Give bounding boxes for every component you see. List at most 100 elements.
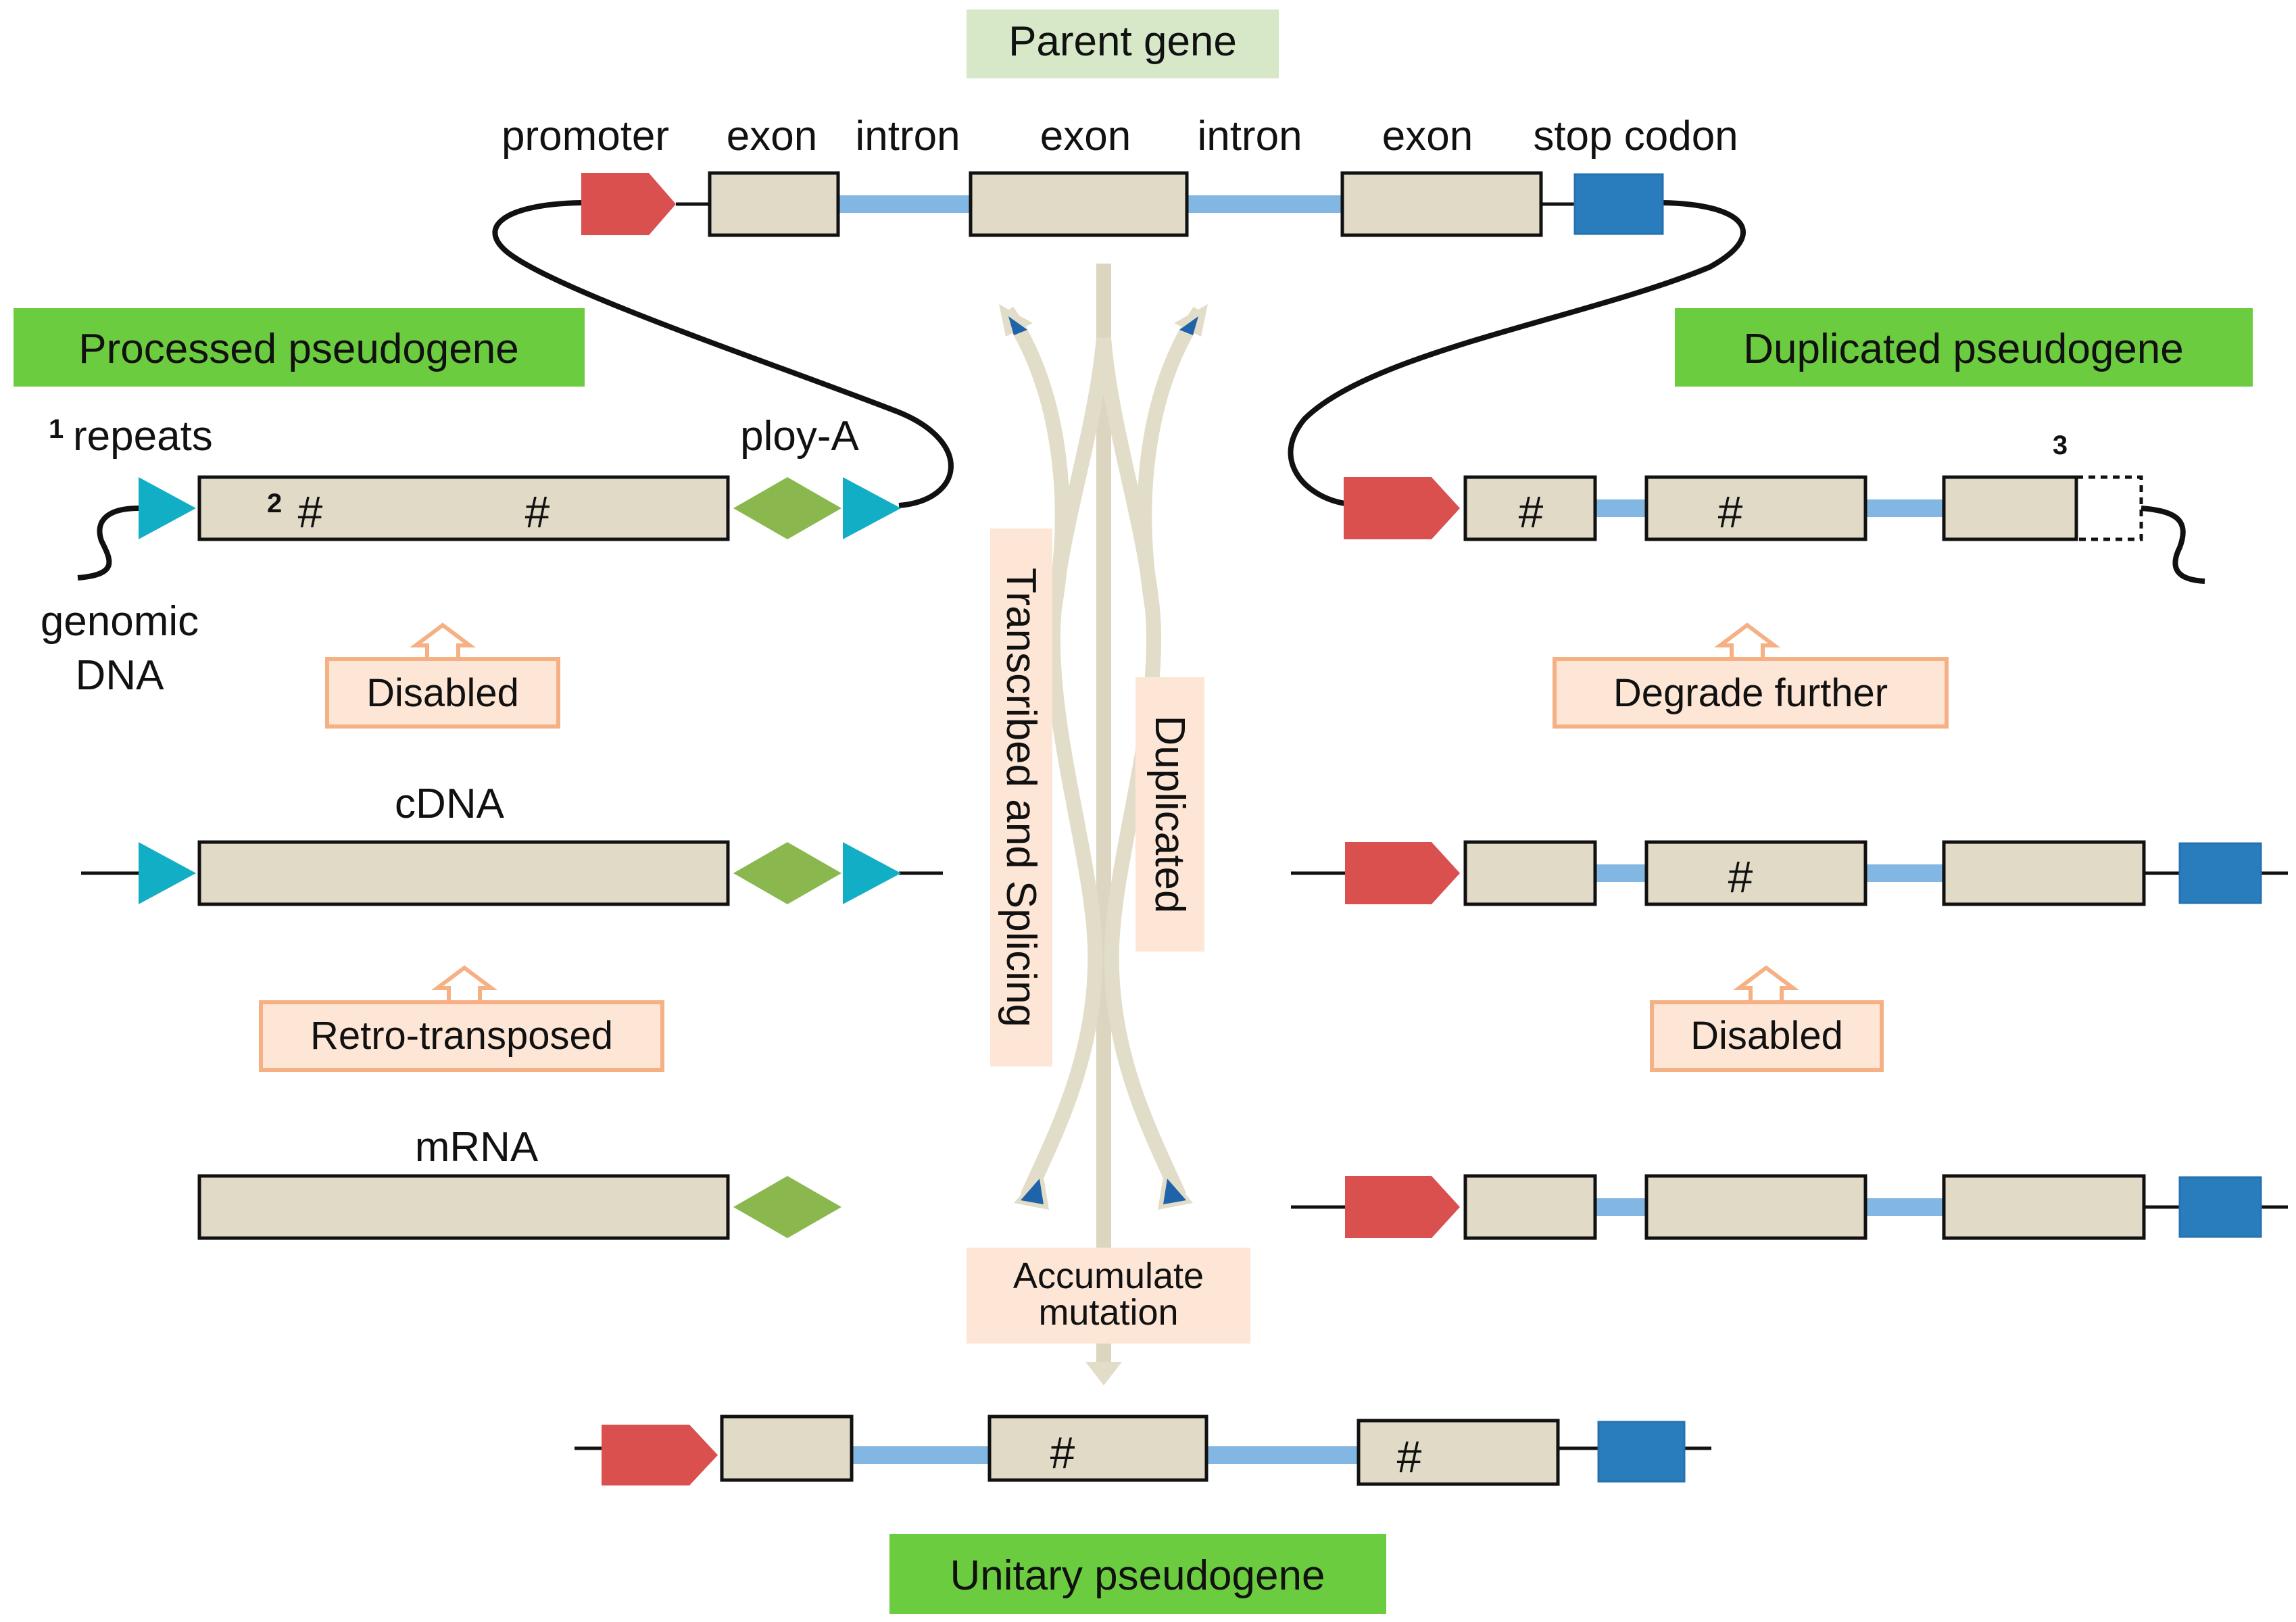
accumulate-box <box>967 1248 1250 1344</box>
step-disabled-label: Disabled <box>366 671 519 715</box>
dup-bottom-exon-3 <box>1942 1174 2146 1240</box>
step-degrade-label: Degrade further <box>1613 671 1888 715</box>
dup-bottom-exon-1 <box>1463 1174 1597 1240</box>
unitary-promoter <box>602 1425 718 1485</box>
hash-mark: # <box>525 487 550 537</box>
duplicated-pseudogene-section: Duplicated pseudogene 3 # # Degrade furt… <box>1291 308 2288 1240</box>
parent-to-processed-wire <box>492 200 954 508</box>
dup-exon-1 <box>1463 475 1597 541</box>
upper-right-head-dark <box>1179 316 1198 335</box>
dup-mid-exon-2 <box>1644 840 1867 906</box>
dup-exon-3 <box>1942 475 2078 541</box>
hash-mark: # <box>1728 852 1753 902</box>
upper-left-head-dark <box>1008 316 1027 335</box>
parent-gene-section: Parent gene promoter exon intron exon in… <box>492 9 1746 508</box>
processed-polya <box>733 477 841 539</box>
parent-gene-title-box <box>967 9 1279 78</box>
label-promoter: promoter <box>502 113 669 159</box>
dup-trailing-dna <box>2141 506 2205 584</box>
label-exon-1: exon <box>727 113 817 159</box>
dup-mid-exon-3 <box>1942 840 2146 906</box>
processed-heading: Processed pseudogene <box>78 326 518 372</box>
cdna-exon <box>197 840 730 906</box>
parent-gene-title: Parent gene <box>1008 18 1237 65</box>
hash-mark: # <box>1397 1431 1422 1481</box>
mrna-label: mRNA <box>415 1124 539 1171</box>
parent-exon-1 <box>708 171 840 237</box>
processed-pseudogene-section: Processed pseudogene 1 repeats ploy-A 2 … <box>14 308 943 1240</box>
step-dup-disabled-label: Disabled <box>1690 1014 1843 1058</box>
mrna-polya <box>733 1176 841 1238</box>
polya-label: ploy-A <box>740 413 859 460</box>
trunk-arrowhead <box>1085 1362 1122 1385</box>
step-box-retro <box>259 1000 664 1072</box>
upper-right-curve <box>1137 306 1206 610</box>
dup-bottom-stop-codon <box>2178 1176 2262 1238</box>
duplicated-heading-box <box>1675 308 2253 387</box>
transcribed-box <box>990 529 1052 1066</box>
unitary-pseudogene-section: # # Unitary pseudogene <box>575 1415 1711 1614</box>
unitary-heading-box <box>889 1534 1386 1614</box>
truncation-marker: 3 <box>2053 431 2068 460</box>
step-box-disabled <box>325 657 560 729</box>
duplicated-heading: Duplicated pseudogene <box>1743 326 2184 372</box>
upper-left-curve <box>1000 306 1070 610</box>
dup-exon-2 <box>1644 475 1867 541</box>
processed-exon <box>197 475 730 541</box>
label-intron-2: intron <box>1197 113 1302 159</box>
label-exon-2: exon <box>1040 113 1131 159</box>
mrna-exon <box>197 1174 730 1240</box>
cdna-repeat-left <box>139 842 196 904</box>
hash-mark: # <box>1050 1427 1075 1477</box>
hash-mark: # <box>1519 487 1544 537</box>
center-flow <box>999 264 1208 1385</box>
step-box-degrade <box>1553 657 1949 729</box>
dup-promoter <box>1344 477 1460 539</box>
upper-left-head <box>999 304 1033 337</box>
transcribed-label: Transcribed and Splicing <box>998 568 1044 1027</box>
label-intron-1: intron <box>855 113 960 159</box>
parent-exon-2 <box>969 171 1189 237</box>
left-curve-arrow <box>1020 337 1111 1200</box>
accumulate-label-line1: Accumulate <box>1013 1256 1204 1296</box>
genomic-dna-wire <box>77 506 139 581</box>
dup-bottom-exon-2 <box>1644 1174 1867 1240</box>
step-retro-label: Retro-transposed <box>310 1014 613 1058</box>
dna-label: DNA <box>76 652 165 699</box>
unitary-heading: Unitary pseudogene <box>950 1552 1325 1599</box>
dup-mid-promoter <box>1345 842 1460 904</box>
repeat-left <box>139 477 196 539</box>
repeat-right <box>843 477 901 539</box>
dup-mid-exon-1 <box>1463 840 1597 906</box>
processed-heading-box <box>14 308 585 387</box>
duplicated-center-label: Duplicated <box>1146 716 1193 914</box>
unitary-stop-codon <box>1597 1421 1686 1483</box>
label-stop-codon: stop codon <box>1533 113 1738 159</box>
repeats-marker: 1 <box>49 414 64 444</box>
lower-right-head-dark <box>1163 1179 1186 1204</box>
accumulate-label-line2: mutation <box>1038 1292 1178 1333</box>
cdna-polya <box>733 842 841 904</box>
upper-right-head <box>1174 304 1208 337</box>
cdna-repeat-right <box>843 842 901 904</box>
parent-promoter <box>581 173 676 235</box>
repeats-label: repeats <box>73 413 213 460</box>
hash-mark: # <box>1718 487 1743 537</box>
hash-marker-2: 2 <box>267 489 282 518</box>
lower-left-head-dark <box>1021 1179 1044 1204</box>
unitary-exon-3 <box>1357 1419 1560 1486</box>
hash-mark: # <box>298 487 323 537</box>
duplicated-center-box <box>1135 677 1204 952</box>
parent-stop-codon <box>1573 173 1664 235</box>
dup-bottom-promoter <box>1345 1176 1460 1238</box>
center-labels: Transcribed and Splicing Duplicated Accu… <box>967 529 1250 1344</box>
label-exon-3: exon <box>1382 113 1473 159</box>
dup-missing-segment <box>2076 475 2143 541</box>
unitary-exon-1 <box>720 1415 854 1482</box>
unitary-exon-2 <box>987 1415 1208 1482</box>
parent-to-duplicated-wire <box>1288 200 1746 506</box>
cdna-label: cDNA <box>395 781 505 827</box>
parent-exon-3 <box>1340 171 1543 237</box>
genomic-label: genomic <box>41 598 199 645</box>
